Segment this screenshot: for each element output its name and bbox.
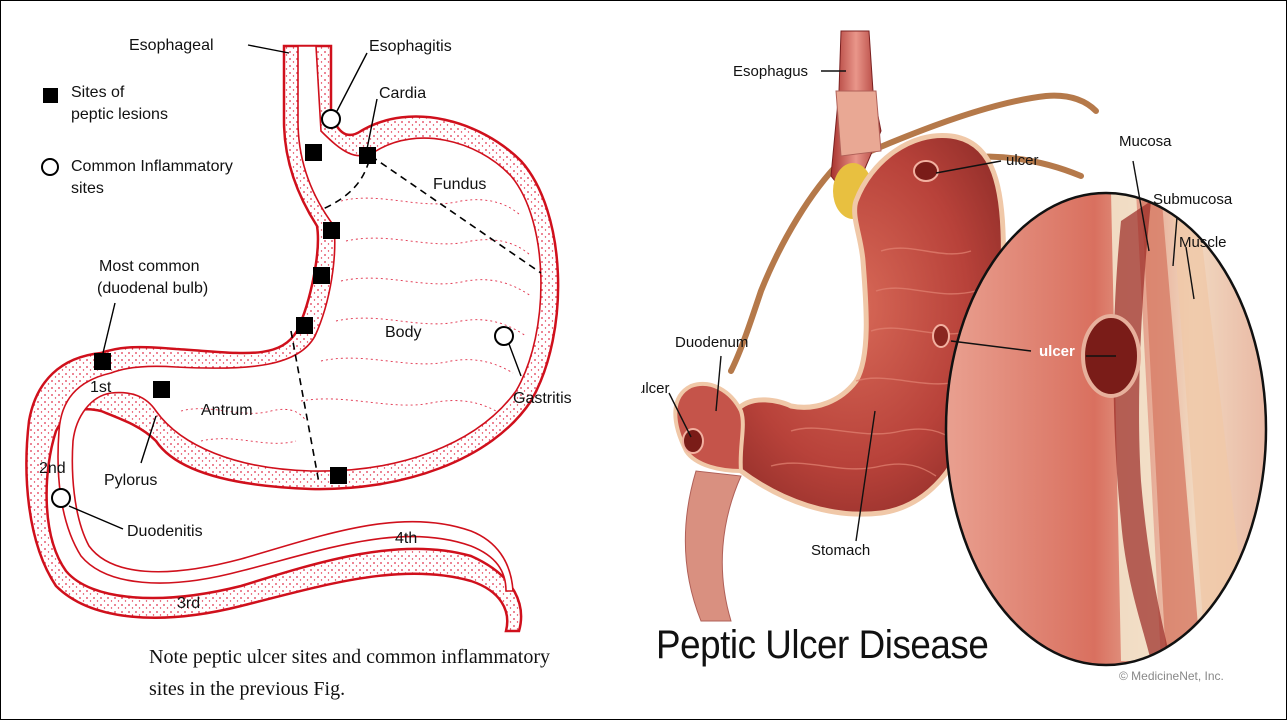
duodenum-label: Duodenum — [675, 334, 748, 351]
esophagitis-label: Esophagitis — [369, 38, 452, 55]
esophageal-label: Esophageal — [129, 37, 214, 54]
ulcer-marker — [933, 325, 949, 347]
gastritis-label: Gastritis — [513, 390, 572, 407]
stomach-label: Stomach — [811, 542, 870, 559]
ulcer-marker — [683, 429, 703, 453]
lesion-marker — [296, 317, 313, 334]
legend-inflammatory-label-line1: Common Inflammatory — [71, 158, 233, 175]
figure-caption: Note peptic ulcer sites and common infla… — [149, 641, 569, 705]
duodenum-tube — [675, 384, 743, 471]
antrum-label: Antrum — [201, 402, 253, 419]
ulcer-center-label: ulcer — [1039, 343, 1075, 360]
lesion-marker — [313, 267, 330, 284]
inflammatory-marker — [322, 110, 340, 128]
most-common-label-line2: (duodenal bulb) — [97, 280, 208, 297]
legend-inflammatory-label-line2: sites — [71, 180, 104, 197]
lesion-marker — [153, 381, 170, 398]
ulcer-left-label: ulcer — [641, 380, 670, 397]
duodenitis-label: Duodenitis — [127, 523, 203, 540]
cardia-label: Cardia — [379, 85, 426, 102]
schematic-stomach-panel: Esophageal Esophagitis Cardia Sites of p… — [1, 1, 641, 720]
lesion-marker — [94, 353, 111, 370]
first-part-label: 1st — [90, 379, 112, 396]
copyright-notice: © MedicineNet, Inc. — [1119, 669, 1224, 683]
peptic-ulcer-illustration: Esophagus ulcer Mucosa Submucosa Muscle … — [641, 1, 1286, 720]
legend-lesion-label-line1: Sites of — [71, 84, 125, 101]
lesion-marker — [359, 147, 376, 164]
figure-title: Peptic Ulcer Disease — [656, 623, 988, 668]
mucosa-label: Mucosa — [1119, 133, 1172, 150]
legend-square-icon — [43, 88, 58, 103]
legend-circle-icon — [42, 159, 58, 175]
legend-lesion-label-line2: peptic lesions — [71, 106, 168, 123]
schematic-stomach-drawing: Esophageal Esophagitis Cardia Sites of p… — [1, 1, 641, 720]
lesion-marker — [305, 144, 322, 161]
body-label: Body — [385, 324, 421, 341]
fundus-label: Fundus — [433, 176, 486, 193]
pylorus-label: Pylorus — [104, 472, 157, 489]
muscle-label: Muscle — [1179, 234, 1227, 251]
illustrated-stomach-panel: Esophagus ulcer Mucosa Submucosa Muscle … — [641, 1, 1286, 720]
esophagus-label: Esophagus — [733, 63, 808, 80]
submucosa-label: Submucosa — [1153, 191, 1233, 208]
ulcer-marker — [914, 161, 938, 181]
lesion-marker — [323, 222, 340, 239]
third-part-label: 3rd — [177, 595, 200, 612]
fourth-part-label: 4th — [395, 530, 417, 547]
inflammatory-marker — [52, 489, 70, 507]
second-part-label: 2nd — [39, 460, 66, 477]
lesion-marker — [330, 467, 347, 484]
ulcer-top-label: ulcer — [1006, 152, 1039, 169]
inflammatory-marker — [495, 327, 513, 345]
most-common-label-line1: Most common — [99, 258, 199, 275]
